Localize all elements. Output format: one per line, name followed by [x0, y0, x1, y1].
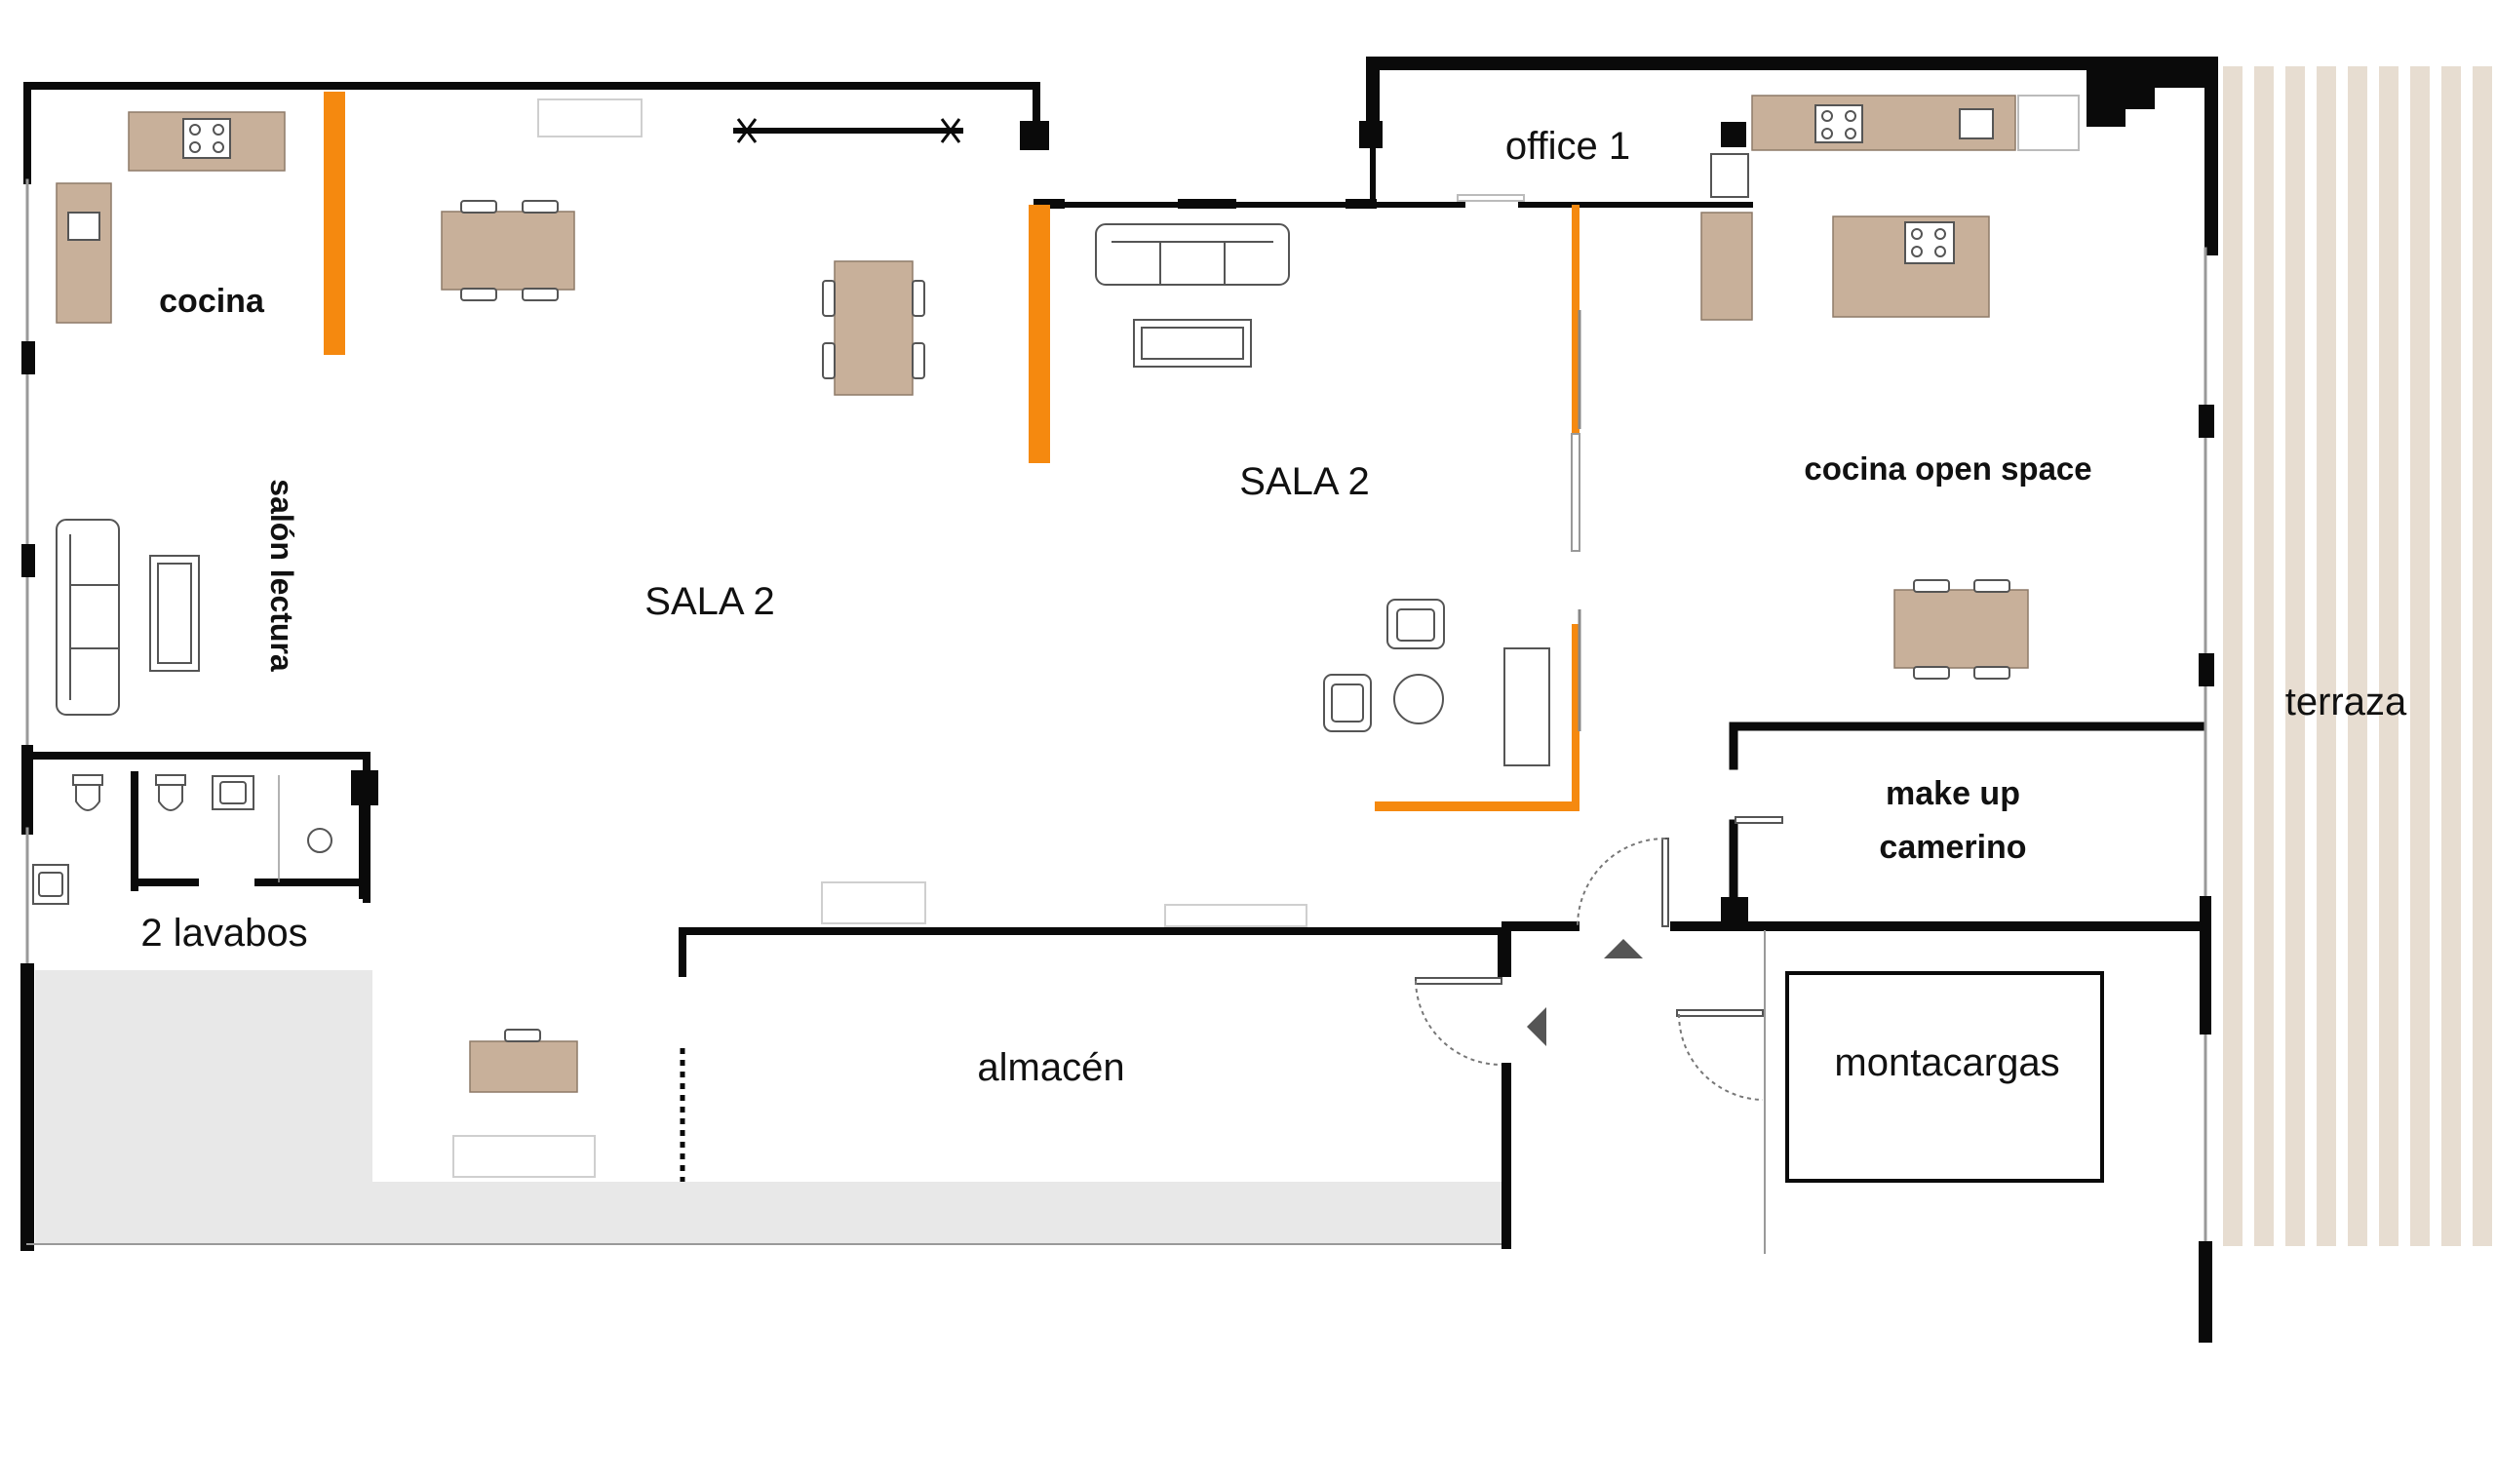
label-cocina-open-space: cocina open space	[1804, 450, 2091, 487]
bathroom-fixtures	[32, 774, 332, 905]
wall-posts	[21, 63, 2214, 926]
label-terraza: terraza	[2285, 681, 2407, 723]
appliances	[67, 95, 2080, 264]
entry-arrow-left-icon	[1527, 1007, 1546, 1046]
label-sala2-left: SALA 2	[644, 580, 774, 623]
furniture	[56, 95, 2029, 1093]
chairs	[460, 200, 2010, 1042]
doors	[1415, 194, 1764, 1101]
orange-partitions	[324, 92, 1580, 811]
label-almacen: almacén	[977, 1046, 1124, 1089]
entry-arrow-up-icon	[1604, 939, 1643, 958]
terrace-slats	[2223, 66, 2492, 1246]
lounge-furniture	[56, 223, 1783, 824]
label-lavabos: 2 lavabos	[140, 912, 307, 955]
label-cocina: cocina	[159, 283, 265, 320]
label-montacargas: montacargas	[1834, 1041, 2059, 1084]
gray-zone	[35, 970, 1506, 1244]
sliding-door	[733, 118, 963, 143]
label-make-up: make up	[1886, 775, 2020, 812]
label-salon-lectura: salón lectura	[264, 479, 299, 672]
montacargas-box	[1785, 971, 2104, 1183]
label-camerino: camerino	[1879, 829, 2026, 866]
radiators	[452, 98, 1307, 1178]
label-office1: office 1	[1505, 125, 1630, 168]
label-sala2-right: SALA 2	[1239, 460, 1369, 503]
